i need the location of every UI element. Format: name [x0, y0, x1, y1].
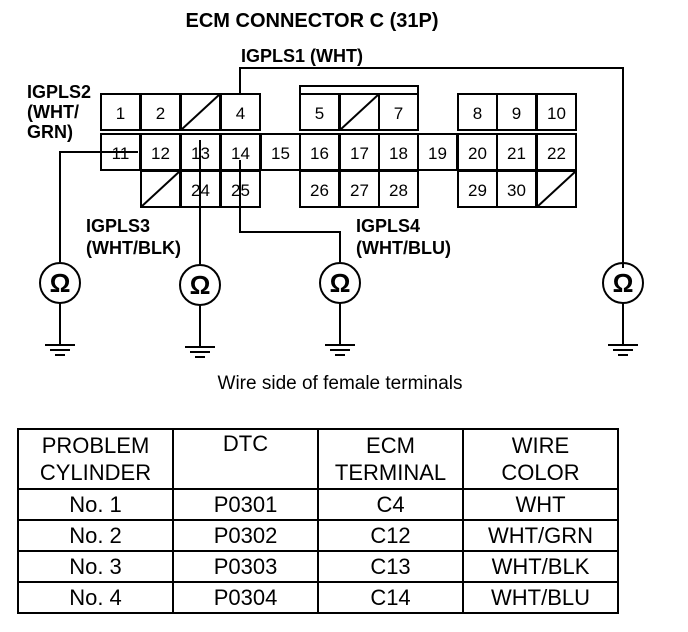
ohm-symbol: Ω [190, 270, 211, 300]
terminal-label: 27 [350, 181, 369, 200]
header-dtc: DTC [172, 428, 319, 490]
cell-wire-color: WHT/GRN [462, 519, 619, 552]
terminal-cell [378, 93, 419, 131]
terminal-label: 13 [191, 144, 210, 163]
ohmmeter-igpls2: Ω [39, 262, 81, 356]
cell-wire-color: WHT/BLK [462, 550, 619, 583]
terminal-label: 28 [389, 181, 408, 200]
terminal-label: 25 [231, 181, 250, 200]
terminal-label: 5 [315, 104, 324, 123]
terminal-label: 24 [191, 181, 210, 200]
cell-wire-color: WHT/BLU [462, 581, 619, 614]
terminal-label: 7 [394, 104, 403, 123]
label-igpls3: IGPLS3 [86, 216, 150, 236]
label-igpls4: IGPLS4 [356, 216, 420, 236]
terminal-label: 29 [468, 181, 487, 200]
terminal-label: 15 [271, 144, 290, 163]
cell-cylinder: No. 2 [17, 519, 174, 552]
cell-wire-color: WHT [462, 488, 619, 521]
diagram-caption: Wire side of female terminals [218, 373, 463, 394]
ohm-symbol: Ω [613, 268, 634, 298]
table-row: No. 1 P0301 C4 WHT [17, 488, 619, 521]
cell-cylinder: No. 1 [17, 488, 174, 521]
label-igpls2: IGPLS2 [27, 82, 91, 102]
cell-cylinder: No. 3 [17, 550, 174, 583]
connector-key [299, 85, 419, 94]
blank-slash [180, 93, 221, 131]
terminal-label: 10 [547, 104, 566, 123]
table-row: No. 4 P0304 C14 WHT/BLU [17, 581, 619, 614]
terminal-label: 2 [156, 104, 165, 123]
wire-igpls1 [239, 67, 624, 268]
diagram-title: ECM CONNECTOR C (31P) [186, 10, 439, 32]
label-igpls4-color: (WHT/BLU) [356, 238, 451, 258]
cell-terminal: C12 [317, 519, 464, 552]
wire-igpls4 [239, 160, 341, 262]
cell-cylinder: No. 4 [17, 581, 174, 614]
terminal-label: 18 [389, 144, 408, 163]
blank-slash [536, 170, 577, 208]
terminal-label: 14 [231, 144, 250, 163]
terminal-label: 26 [310, 181, 329, 200]
blank-cell [536, 170, 577, 208]
terminal-label: 9 [512, 104, 521, 123]
label-igpls2-color: GRN) [27, 122, 73, 142]
cell-dtc: P0303 [172, 550, 319, 583]
cell-dtc: P0301 [172, 488, 319, 521]
terminal-label: 21 [507, 144, 526, 163]
cell-dtc: P0302 [172, 519, 319, 552]
terminal-label: 11 [112, 144, 130, 163]
terminal-cell [536, 93, 577, 131]
cell-dtc: P0304 [172, 581, 319, 614]
ground-icon [325, 344, 355, 356]
blank-slash [339, 93, 380, 131]
terminal-label: 8 [473, 104, 482, 123]
terminal-label: 20 [468, 144, 487, 163]
cell-terminal: C4 [317, 488, 464, 521]
terminal-label: 12 [151, 144, 170, 163]
ground-icon [185, 346, 215, 358]
ohmmeter-igpls4: Ω [319, 262, 361, 356]
ohmmeter-igpls3: Ω [179, 264, 221, 358]
cell-terminal: C14 [317, 581, 464, 614]
terminal-cell [378, 170, 419, 208]
ohmmeter-igpls1: Ω [602, 262, 644, 356]
terminal-label: 1 [116, 104, 125, 123]
blank-slash [140, 170, 181, 208]
table-row: No. 3 P0303 C13 WHT/BLK [17, 550, 619, 583]
terminal-label: 30 [507, 181, 526, 200]
terminal-label: 22 [547, 144, 566, 163]
label-igpls2-color: (WHT/ [27, 102, 79, 122]
terminal-label: 16 [310, 144, 329, 163]
terminal-label: 4 [236, 104, 245, 123]
ohm-symbol: Ω [50, 268, 71, 298]
cell-terminal: C13 [317, 550, 464, 583]
ground-icon [45, 344, 75, 356]
ohm-symbol: Ω [330, 268, 351, 298]
ground-icon [608, 344, 638, 356]
table-row: No. 2 P0302 C12 WHT/GRN [17, 519, 619, 552]
label-igpls1: IGPLS1 (WHT) [241, 46, 363, 66]
terminal-label: 17 [350, 144, 369, 163]
terminal-label: 19 [428, 144, 447, 163]
label-igpls3-color: (WHT/BLK) [86, 238, 181, 258]
wire-igpls2 [59, 151, 138, 262]
